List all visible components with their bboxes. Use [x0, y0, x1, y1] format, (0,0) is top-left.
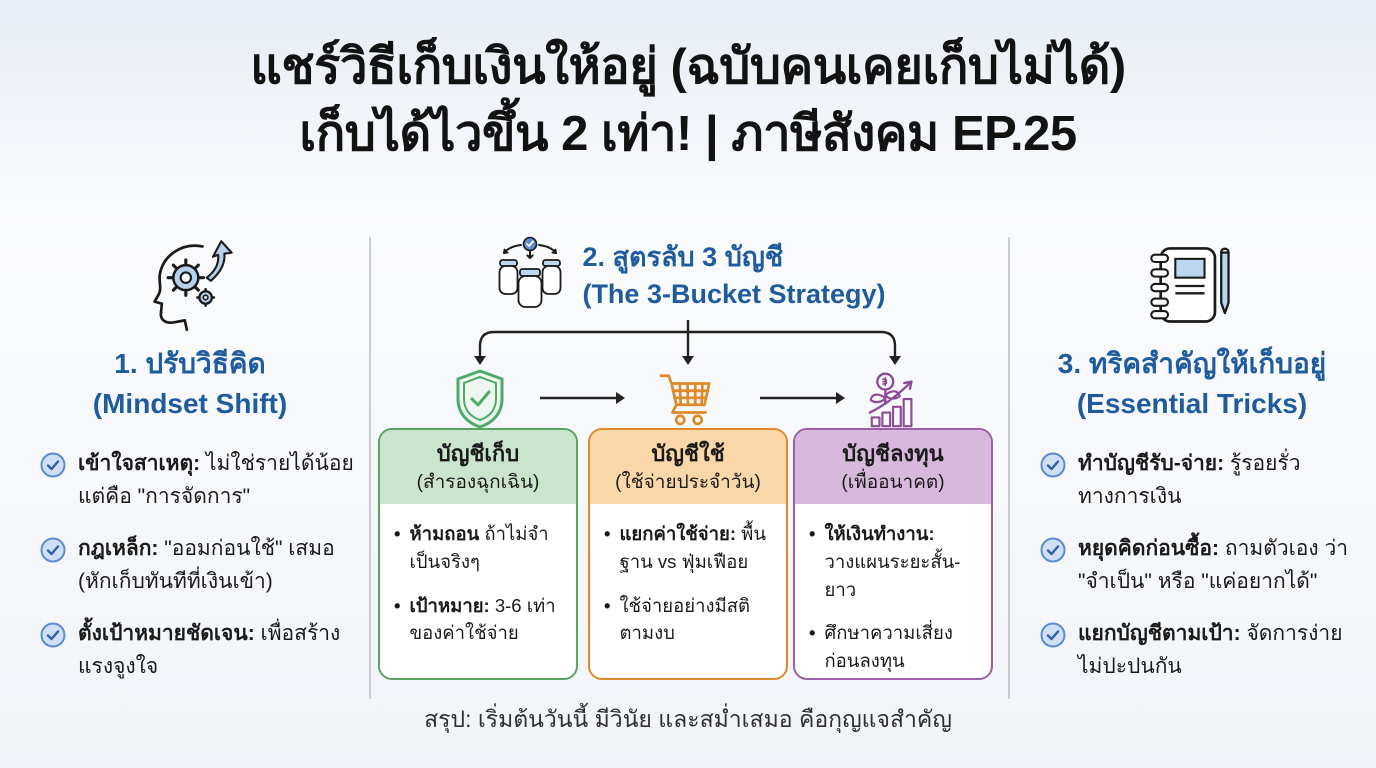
- bullet-text: ให้เงินทำงาน: วางแผนระยะสั้น-ยาว: [824, 523, 961, 600]
- mindset-heading-line: 1. ปรับวิธีคิด: [114, 348, 266, 379]
- check-icon: [1040, 448, 1066, 513]
- bucket-subtitle: (ใช้จ่ายประจำวัน): [615, 472, 761, 493]
- mindset-subheading: (Mindset Shift): [92, 388, 288, 419]
- bucket-title: บัญชีเก็บ: [436, 441, 520, 466]
- bucket-bullet: • ใช้จ่ายอย่างมีสติ ตามงบ: [604, 592, 776, 648]
- list-item: ตั้งเป้าหมายชัดเจน: เพื่อสร้างแรงจูงใจ: [40, 618, 366, 683]
- bullet-dot-icon: •: [394, 594, 401, 616]
- list-item: ทำบัญชีรับ-จ่าย: รู้รอยรั่วทางการเงิน: [1040, 448, 1370, 513]
- title-line-2: เก็บได้ไวขึ้น 2 เท่า! | ภาษีสังคม EP.25: [299, 107, 1077, 161]
- list-item-text: ตั้งเป้าหมายชัดเจน: เพื่อสร้างแรงจูงใจ: [78, 622, 341, 678]
- bullet-dot-icon: •: [809, 523, 816, 544]
- mindset-heading: 1. ปรับวิธีคิด (Mindset Shift): [14, 344, 366, 424]
- strategy-heading-line: 2. สูตรลับ 3 บัญชี: [582, 241, 784, 272]
- bucket-subtitle: (เพื่ออนาคต): [841, 472, 945, 493]
- vertical-divider-left: [369, 237, 371, 699]
- tricks-heading: 3. ทริคสำคัญให้เก็บอยู่ (Essential Trick…: [1014, 344, 1370, 424]
- list-item-text: แยกบัญชีตามเป้า: จัดการง่าย ไม่ปะปนกัน: [1078, 622, 1343, 678]
- mindset-list: เข้าใจสาเหตุ: ไม่ใช่รายได้น้อย แต่คือ "ก…: [14, 448, 366, 683]
- list-item: หยุดคิดก่อนซื้อ: ถามตัวเอง ว่า "จำเป็น" …: [1040, 533, 1370, 598]
- bucket-subtitle: (สำรองฉุกเฉิน): [416, 472, 540, 493]
- check-icon: [1040, 618, 1066, 683]
- list-item: กฎเหล็ก: "ออมก่อนใช้" เสมอ (หักเก็บทันที…: [40, 533, 366, 598]
- check-icon: [1040, 533, 1066, 598]
- bucket-card-body: • ให้เงินทำงาน: วางแผนระยะสั้น-ยาว • ศึกษา…: [795, 504, 991, 678]
- bucket-card-save: บัญชีเก็บ (สำรองฉุกเฉิน) • ห้ามถอน ถ้าไม่…: [378, 428, 578, 680]
- shield-check-icon: [450, 368, 510, 430]
- list-item-text: กฎเหล็ก: "ออมก่อนใช้" เสมอ (หักเก็บทันที…: [78, 537, 335, 593]
- bucket-title: บัญชีใช้: [651, 441, 725, 466]
- bullet-text: เป้าหมาย: 3-6 เท่าของค่าใช้จ่าย: [409, 594, 556, 644]
- bullet-text: ห้ามถอน ถ้าไม่จำเป็นจริงๆ: [409, 523, 549, 572]
- bucket-card-body: • ห้ามถอน ถ้าไม่จำเป็นจริงๆ • เป้าหมาย: 3-…: [380, 504, 576, 671]
- section-mindset: 1. ปรับวิธีคิด (Mindset Shift) เข้าใจสาเ…: [14, 230, 366, 703]
- bucket-card-invest: บัญชีลงทุน (เพื่ออนาคต) • ให้เงินทำงาน: ว…: [793, 428, 993, 680]
- bullet-dot-icon: •: [394, 523, 401, 544]
- bullet-dot-icon: •: [604, 594, 611, 616]
- bucket-bullet: • ให้เงินทำงาน: วางแผนระยะสั้น-ยาว: [809, 520, 981, 603]
- list-item-text: ทำบัญชีรับ-จ่าย: รู้รอยรั่วทางการเงิน: [1078, 452, 1301, 508]
- page-title: แชร์วิธีเก็บเงินให้อยู่ (ฉบับคนเคยเก็บไม…: [0, 34, 1376, 168]
- strategy-header: 2. สูตรลับ 3 บัญชี (The 3-Bucket Strateg…: [370, 236, 1010, 315]
- vertical-divider-right: [1008, 237, 1010, 699]
- bucket-card-header: บัญชีลงทุน (เพื่ออนาคต): [795, 430, 991, 504]
- tricks-heading-line: 3. ทริคสำคัญให้เก็บอยู่: [1057, 348, 1327, 379]
- notebook-pen-icon: [1014, 236, 1370, 336]
- title-line-1: แชร์วิธีเก็บเงินให้อยู่ (ฉบับคนเคยเก็บไม…: [250, 40, 1126, 94]
- tricks-list: ทำบัญชีรับ-จ่าย: รู้รอยรั่วทางการเงิน หย…: [1014, 448, 1370, 683]
- summary-text: สรุป: เริ่มต้นวันนี้ มีวินัย และสม่ำเสมอ…: [424, 706, 952, 732]
- bucket-card-header: บัญชีใช้ (ใช้จ่ายประจำวัน): [590, 430, 786, 504]
- bullet-text: แยกค่าใช้จ่าย: พื้นฐาน vs ฟุ่มเฟือย: [619, 523, 767, 572]
- check-icon: [40, 618, 66, 683]
- section-tricks: 3. ทริคสำคัญให้เก็บอยู่ (Essential Trick…: [1014, 230, 1370, 703]
- tricks-subheading: (Essential Tricks): [1076, 388, 1308, 419]
- strategy-heading: 2. สูตรลับ 3 บัญชี (The 3-Bucket Strateg…: [582, 239, 885, 313]
- savings-jars-icon: [494, 236, 566, 315]
- bucket-card-body: • แยกค่าใช้จ่าย: พื้นฐาน vs ฟุ่มเฟือย • ใช…: [590, 504, 786, 671]
- section-strategy: 2. สูตรลับ 3 บัญชี (The 3-Bucket Strateg…: [370, 230, 1010, 710]
- bucket-card-header: บัญชีเก็บ (สำรองฉุกเฉิน): [380, 430, 576, 504]
- list-item: แยกบัญชีตามเป้า: จัดการง่าย ไม่ปะปนกัน: [1040, 618, 1370, 683]
- check-icon: [40, 533, 66, 598]
- check-icon: [40, 448, 66, 513]
- bucket-bullet: • เป้าหมาย: 3-6 เท่าของค่าใช้จ่าย: [394, 592, 566, 648]
- investment-growth-icon: [864, 368, 924, 430]
- list-item-text: เข้าใจสาเหตุ: ไม่ใช่รายได้น้อย แต่คือ "ก…: [78, 452, 354, 508]
- strategy-subheading: (The 3-Bucket Strategy): [582, 278, 886, 309]
- list-item-text: หยุดคิดก่อนซื้อ: ถามตัวเอง ว่า "จำเป็น" …: [1078, 537, 1349, 593]
- bullet-dot-icon: •: [604, 523, 611, 544]
- bucket-title: บัญชีลงทุน: [842, 441, 944, 466]
- list-item: เข้าใจสาเหตุ: ไม่ใช่รายได้น้อย แต่คือ "ก…: [40, 448, 366, 513]
- bucket-bullet: • แยกค่าใช้จ่าย: พื้นฐาน vs ฟุ่มเฟือย: [604, 520, 776, 576]
- head-gears-arrow-icon: [14, 236, 366, 336]
- bucket-bullet: • ห้ามถอน ถ้าไม่จำเป็นจริงๆ: [394, 520, 566, 576]
- bullet-dot-icon: •: [809, 622, 816, 644]
- bucket-bullet: • ศึกษาความเสี่ยง ก่อนลงทุน: [809, 619, 981, 675]
- shopping-cart-icon: [658, 368, 718, 430]
- bullet-text: ศึกษาความเสี่ยง ก่อนลงทุน: [824, 622, 953, 671]
- bullet-text: ใช้จ่ายอย่างมีสติ ตามงบ: [619, 594, 751, 644]
- bucket-card-spend: บัญชีใช้ (ใช้จ่ายประจำวัน) • แยกค่าใช้จ่า…: [588, 428, 788, 680]
